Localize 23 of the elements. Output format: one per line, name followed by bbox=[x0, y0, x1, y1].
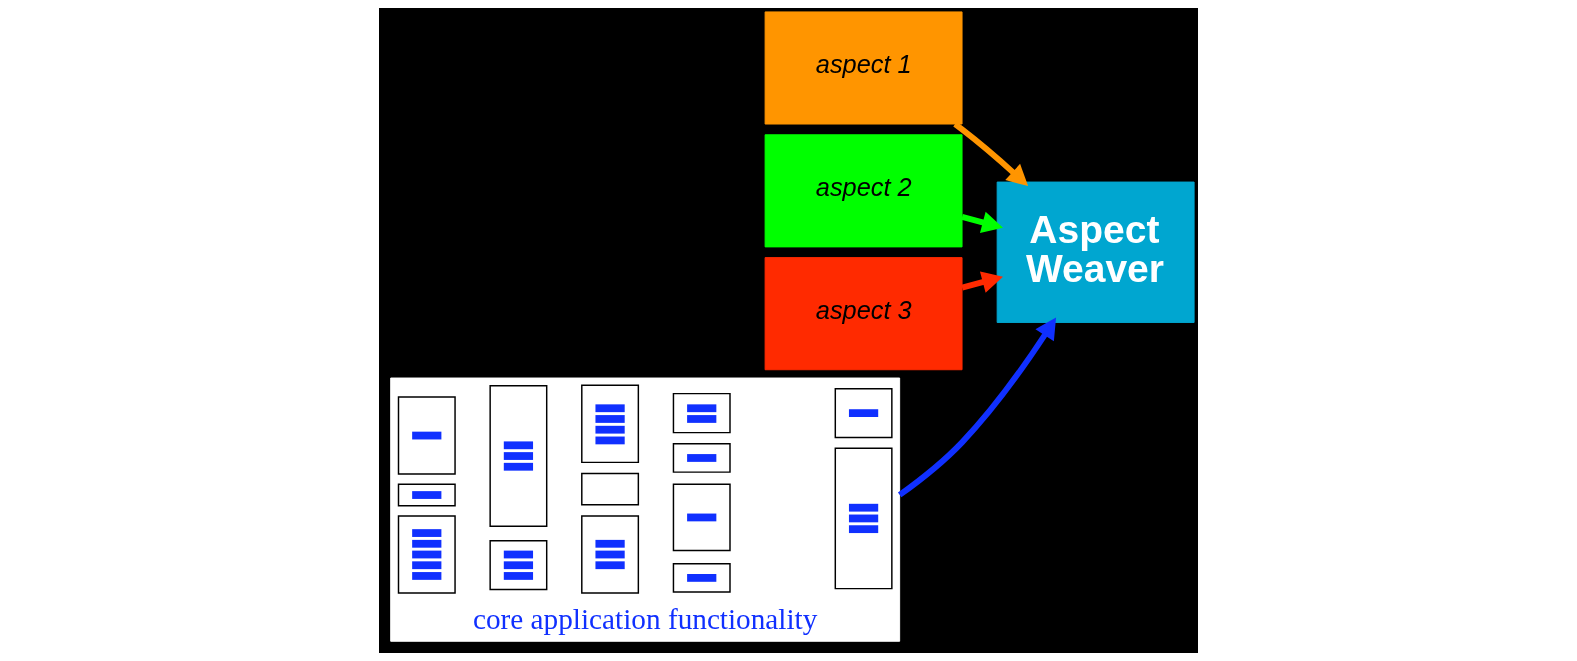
node-box: Aspect Weaver bbox=[996, 181, 1195, 323]
node-box bbox=[397, 396, 456, 475]
node-box bbox=[581, 384, 640, 464]
cluster: core application functionality bbox=[390, 377, 901, 642]
node-box bbox=[489, 540, 548, 591]
node-box bbox=[581, 515, 640, 594]
node-box bbox=[672, 443, 731, 473]
node-box bbox=[489, 385, 548, 527]
node-box bbox=[672, 392, 731, 434]
arrow bbox=[953, 121, 1029, 187]
node-box bbox=[581, 472, 640, 506]
node-box: aspect 1 bbox=[764, 11, 963, 125]
node-box: aspect 3 bbox=[764, 257, 963, 371]
node-box bbox=[672, 563, 731, 593]
node-box bbox=[672, 483, 731, 552]
arrow bbox=[961, 271, 1003, 293]
arrow bbox=[961, 211, 1003, 233]
node-box bbox=[834, 447, 893, 590]
node-box: aspect 2 bbox=[764, 134, 963, 248]
node-box bbox=[397, 483, 456, 507]
arrow bbox=[897, 317, 1057, 498]
node-box bbox=[834, 388, 893, 439]
node-box bbox=[397, 515, 456, 594]
